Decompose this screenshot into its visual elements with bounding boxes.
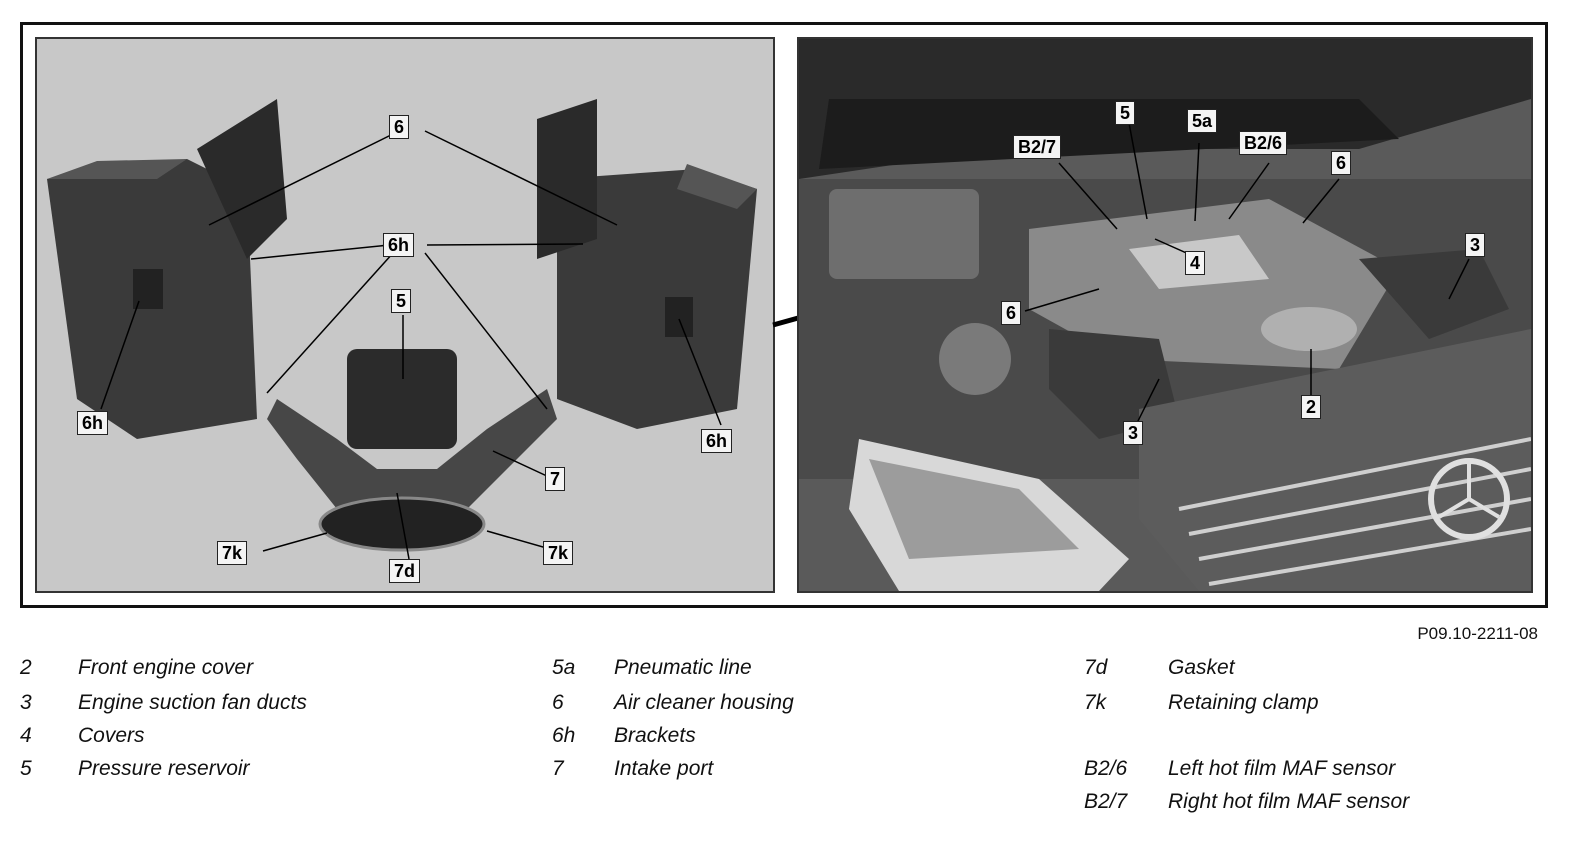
callout-left-7: 7d [389,559,421,583]
callout-right-6: 3 [1465,233,1486,257]
legend-code: 5 [20,757,32,780]
legend-desc: Air cleaner housing [614,691,794,714]
intake-port-shape [267,389,557,509]
legend-desc: Right hot film MAF sensor [1168,790,1410,813]
callout-left-6: 7k [217,541,248,565]
legend-code: 7d [1084,656,1108,679]
callout-left-5: 7 [545,467,566,491]
legend-desc: Front engine cover [78,656,254,679]
callout-left-4: 6h [701,429,733,453]
callout-left-0: 6 [389,115,410,139]
callout-right-4: 6 [1331,151,1352,175]
legend-code: 4 [20,724,32,747]
callout-right-2: B2/7 [1013,135,1062,159]
legend-code: 2 [20,656,32,679]
legend-desc: Covers [78,724,145,747]
callout-right-8: 2 [1301,395,1322,419]
legend-code: 7k [1084,691,1107,714]
callout-left-2: 6h [77,411,109,435]
air-cleaner-illustration [47,99,757,560]
engine-bay-illustration [799,39,1531,591]
legend-code: 6h [552,724,576,747]
engine-bay-photo-panel: 5 5a B2/7 B2/6 6 4 3 6 2 3 [797,37,1533,593]
callout-right-7: 6 [1001,301,1022,325]
figure-frame: 6 6h 6h 5 6h 7 7k 7d 7k [20,22,1548,608]
legend-code: 6 [552,691,564,714]
callout-right-5: 4 [1185,251,1206,275]
legend-code: 7 [552,757,564,780]
callout-right-3: B2/6 [1239,131,1288,155]
legend-desc: Intake port [614,757,714,780]
callout-left-1: 6h [383,233,415,257]
legend-desc: Engine suction fan ducts [78,691,307,714]
callout-left-8: 7k [543,541,574,565]
callout-left-3: 5 [391,289,412,313]
legend-desc: Pressure reservoir [78,757,250,780]
figure-id: P09.10-2211-08 [1417,624,1538,643]
right-housing-shape [557,169,757,429]
callout-right-1: 5a [1187,109,1218,133]
legend-desc: Brackets [614,724,696,747]
legend-desc: Gasket [1168,656,1235,679]
legend-desc: Retaining clamp [1168,691,1319,714]
legend-code: 3 [20,691,32,714]
legend-code: B2/7 [1084,790,1128,813]
callout-right-9: 3 [1123,421,1144,445]
legend-code: B2/6 [1084,757,1128,780]
callout-right-0: 5 [1115,101,1136,125]
air-cleaner-photo-panel: 6 6h 6h 5 6h 7 7k 7d 7k [35,37,775,593]
legend-code: 5a [552,656,576,679]
pressure-reservoir-shape [347,349,457,449]
legend-desc: Left hot film MAF sensor [1168,757,1396,780]
legend-desc: Pneumatic line [614,656,752,679]
